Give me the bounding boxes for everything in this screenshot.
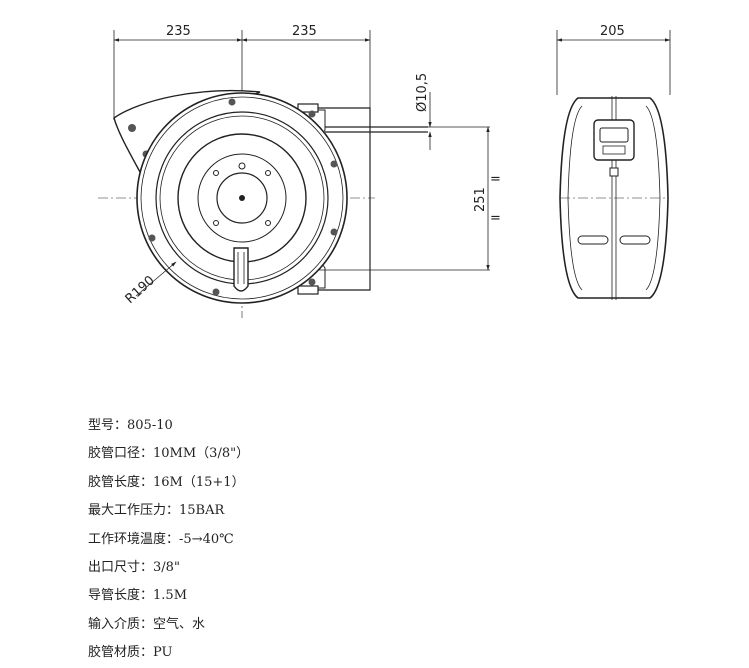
spec-list: 型号：805-10 胶管口径：10MM（3/8"） 胶管长度：16M（15+1）…	[88, 412, 249, 668]
svg-text:=: =	[490, 211, 501, 226]
spec-temperature: 工作环境温度：-5→40℃	[88, 526, 249, 554]
spec-label: 胶管口径：	[88, 446, 154, 462]
width-left-label: 235	[166, 24, 191, 39]
spec-label: 胶管长度：	[88, 474, 154, 490]
spec-label: 胶管材质：	[88, 645, 154, 661]
spec-value: 15BAR	[179, 503, 225, 519]
technical-drawing: = = 235 235 Ø10,5 251 R190 205	[98, 24, 671, 318]
spec-model: 型号：805-10	[88, 412, 249, 440]
side-width-label: 205	[600, 24, 625, 39]
inlet-diameter-label: Ø10,5	[415, 73, 430, 112]
spec-value: 空气、水	[153, 616, 206, 632]
spec-label: 输入介质：	[88, 616, 154, 632]
spec-label: 出口尺寸：	[88, 559, 154, 575]
spec-lead-hose-length: 导管长度：1.5M	[88, 582, 249, 610]
spec-value: 10MM（3/8"）	[153, 446, 250, 462]
svg-text:=: =	[490, 172, 501, 187]
spec-medium: 输入介质：空气、水	[88, 611, 249, 639]
spec-label: 导管长度：	[88, 588, 154, 604]
spec-label: 最大工作压力：	[88, 503, 180, 519]
spec-hose-length: 胶管长度：16M（15+1）	[88, 469, 249, 497]
radius-leader	[135, 261, 177, 297]
side-outlet-window	[593, 119, 635, 161]
front-view: = =	[98, 30, 501, 318]
width-right-label: 235	[292, 24, 317, 39]
spec-value: 16M（15+1）	[153, 474, 245, 490]
spec-value: 3/8"	[153, 559, 180, 575]
spec-value: 805-10	[127, 418, 173, 433]
spec-value: PU	[153, 645, 173, 661]
spec-outlet-size: 出口尺寸：3/8"	[88, 554, 249, 582]
side-view	[556, 30, 671, 300]
hose-guide	[233, 247, 249, 292]
spec-label: 型号：	[88, 418, 128, 433]
axis-height-label: 251	[473, 187, 488, 212]
spec-hose-diameter: 胶管口径：10MM（3/8"）	[88, 440, 249, 468]
radius-label: R190	[123, 273, 158, 307]
spec-value: 1.5M	[153, 588, 188, 604]
spec-label: 工作环境温度：	[88, 531, 180, 547]
spec-hose-material: 胶管材质：PU	[88, 639, 249, 667]
wall-bracket	[300, 107, 371, 291]
spec-max-pressure: 最大工作压力：15BAR	[88, 497, 249, 525]
spec-value: -5→40℃	[179, 531, 234, 547]
